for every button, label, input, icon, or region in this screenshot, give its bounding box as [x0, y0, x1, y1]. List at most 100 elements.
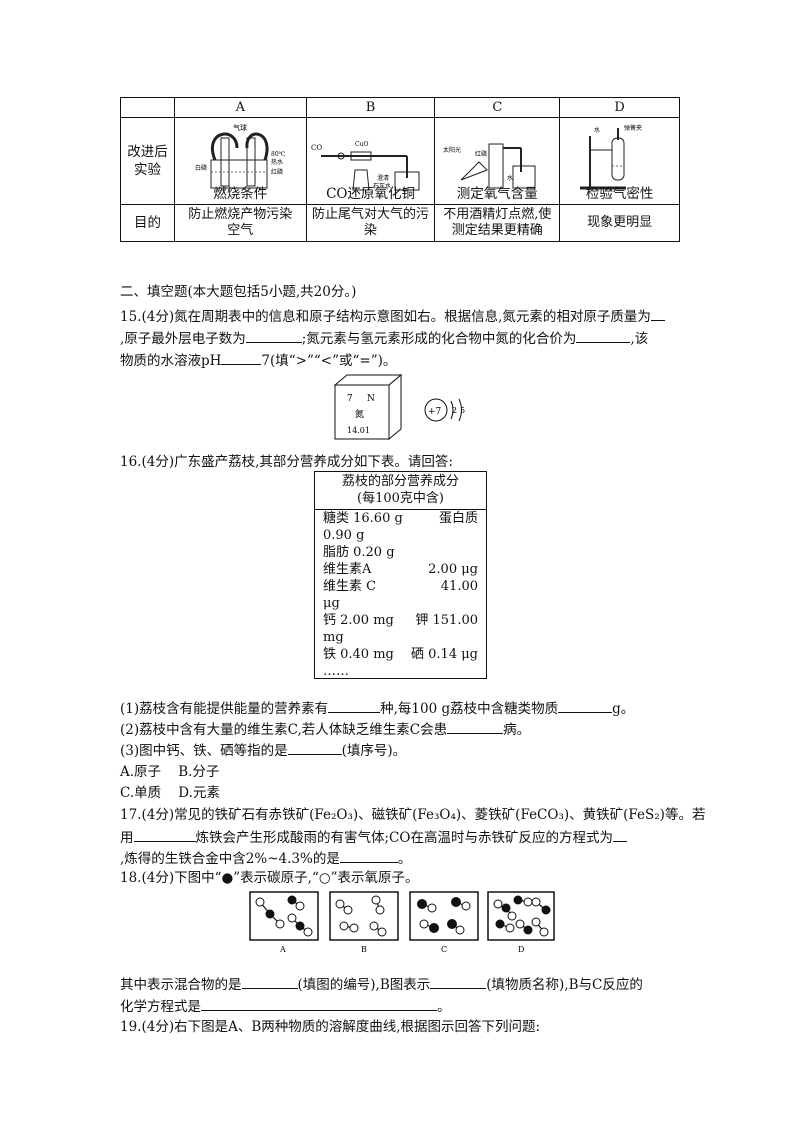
q17-text3b: 。 — [397, 851, 412, 867]
nut-cell: μg — [323, 596, 340, 611]
q15-blank2[interactable] — [245, 328, 302, 343]
shell-1: 2 — [452, 406, 457, 415]
q15-text2b: ;氮元素与氢元素形成的化合物中氮的化合价为 — [301, 331, 577, 347]
q16-blank3[interactable] — [447, 719, 504, 734]
col-header-a: A — [173, 97, 307, 118]
purpose-c: 不用酒精灯点燃,使测定结果更精确 — [434, 204, 561, 242]
cube-number: 7 — [347, 394, 353, 404]
purpose-c-2: 测定结果更精确 — [451, 223, 543, 238]
q16-p1b: 种,每100 g荔枝中含糖类物质 — [380, 701, 559, 717]
q18-blank2[interactable] — [430, 974, 487, 989]
nutrition-table: 荔枝的部分营养成分 (每100克中含) 糖类 16.60 g 蛋白质 0.90 g… — [314, 471, 487, 679]
q18-blank3[interactable] — [201, 996, 437, 1011]
q17-text3a: ,炼得的生铁合金中含2%~4.3%的是 — [120, 851, 340, 867]
q18-text2a: 其中表示混合物的是 — [120, 977, 242, 993]
nut-cell: 钾 151.00 — [415, 613, 478, 628]
label-spring-clip: 弹簧夹 — [624, 124, 642, 132]
q16-p3: (3)图中钙、铁、硒等指的是 — [120, 743, 288, 759]
apparatus-b-diagram: CO CuO 澄清 石灰水 — [311, 141, 420, 191]
col-header-c: C — [434, 97, 561, 118]
apparatus-c-diagram: 太阳光 红磷 水 — [443, 143, 536, 189]
q15-line2: ,原子最外层电子数为;氮元素与氢元素形成的化合物中氮的化合价为,该 — [120, 328, 648, 349]
experiment-table: A B C D 改进后 实验 气球 80℃ 热水 白磷 红磷 燃烧条件 — [120, 97, 680, 242]
row-label-purpose: 目的 — [120, 204, 175, 242]
q17-line1: 17.(4分)常见的铁矿石有赤铁矿(Fe₂O₃)、磁铁矿(Fe₃O₄)、菱铁矿(… — [120, 807, 706, 823]
q17-line3: ,炼得的生铁合金中含2%~4.3%的是 。 — [120, 848, 411, 869]
nutrition-title: 荔枝的部分营养成分 — [341, 474, 459, 489]
caption-b: CO还原氧化铜 — [326, 186, 415, 202]
q18-blank1[interactable] — [241, 974, 298, 989]
q16-p1c: g。 — [612, 701, 635, 717]
q17-blank2[interactable] — [612, 827, 627, 842]
label-limewater-a: 澄清 — [377, 174, 389, 182]
q17-text2b: 炼铁会产生形成酸雨的有害气体;CO在高温时与赤铁矿反应的方程式为 — [195, 830, 613, 846]
label-red-p-c: 红磷 — [475, 150, 487, 158]
purpose-c-1: 不用酒精灯点燃,使 — [443, 207, 552, 222]
q18-line3: 化学方程式是。 — [120, 996, 451, 1017]
label-balloon: 气球 — [233, 123, 247, 132]
nutrition-header: 荔枝的部分营养成分 (每100克中含) — [315, 472, 486, 510]
nutrition-row: 钙 2.00 mg 钾 151.00 — [315, 612, 486, 629]
purpose-a: 防止燃烧产物污染空气 — [173, 204, 307, 242]
caption-c: 测定氧气含量 — [456, 186, 538, 202]
q16-blank4[interactable] — [287, 740, 342, 755]
nut-cell: mg — [323, 630, 344, 645]
row-label-improved: 改进后 实验 — [120, 117, 175, 205]
cube-symbol: N — [367, 394, 375, 404]
caption-a: 燃烧条件 — [213, 186, 268, 202]
q15-blank3[interactable] — [576, 328, 631, 343]
label-80c: 80℃ — [271, 151, 286, 158]
q15-blank1[interactable] — [650, 306, 665, 321]
nutrition-row: 脂肪 0.20 g — [315, 544, 486, 561]
q15-blank4[interactable] — [221, 350, 262, 365]
q17-blank3[interactable] — [339, 848, 398, 863]
q16-p3b: (填序号)。 — [341, 743, 407, 759]
q15-text2a: ,原子最外层电子数为 — [120, 331, 246, 347]
apparatus-d: 水 弹簧夹 检验气密性 — [559, 117, 680, 205]
nut-cell: 铁 0.40 mg — [323, 647, 394, 662]
purpose-a-1: 防止燃烧产物污染 — [188, 207, 293, 222]
label-sunlight: 太阳光 — [443, 146, 461, 154]
nutrition-row: 0.90 g — [315, 527, 486, 544]
nutrition-row: …… — [315, 663, 486, 680]
q16-part2: (2)荔枝中含有大量的维生素C,若人体缺乏维生素C会患病。 — [120, 719, 530, 740]
label-water-c: 水 — [507, 174, 513, 182]
mol-label-b: B — [361, 945, 367, 954]
table-corner — [120, 97, 175, 118]
q16-options-cd: C.单质 D.元素 — [120, 785, 220, 801]
q18-line1: 18.(4分)下图中“●”表示碳原子,“○”表示氧原子。 — [120, 870, 419, 886]
apparatus-a-diagram: 气球 80℃ 热水 白磷 红磷 — [195, 123, 286, 189]
q18-line2: 其中表示混合物的是(填图的编号),B图表示(填物质名称),B与C反应的 — [120, 974, 643, 995]
apparatus-a: 气球 80℃ 热水 白磷 红磷 燃烧条件 — [173, 117, 307, 205]
nut-cell: 糖类 16.60 g — [323, 511, 403, 526]
nutrition-row: 糖类 16.60 g 蛋白质 — [315, 510, 486, 527]
q16-blank2[interactable] — [558, 698, 613, 713]
label-white-p: 白磷 — [195, 164, 207, 172]
q16-blank1[interactable] — [328, 698, 381, 713]
label-red-p: 红磷 — [271, 168, 283, 176]
nutrition-row: μg — [315, 595, 486, 612]
nut-cell: 维生素A — [323, 562, 372, 577]
nut-cell: 蛋白质 — [438, 511, 478, 526]
mol-label-c: C — [441, 945, 447, 954]
q16-p2b: 病。 — [503, 722, 531, 738]
mol-label-a: A — [279, 945, 286, 954]
nut-cell: 钙 2.00 mg — [323, 613, 394, 628]
purpose-b-2: 染 — [364, 223, 378, 238]
apparatus-c: 太阳光 红磷 水 测定氧气含量 — [434, 117, 561, 205]
nut-cell: 0.90 g — [323, 528, 365, 543]
q15-text1: 15.(4分)氮在周期表中的信息和原子结构示意图如右。根据信息,氮元素的相对原子… — [120, 309, 651, 325]
apparatus-b: CO CuO 澄清 石灰水 CO还原氧化铜 — [305, 117, 436, 205]
q18-text2c: (填物质名称),B与C反应的 — [486, 977, 643, 993]
label-limewater-b: 石灰水 — [373, 182, 391, 190]
cube-name: 氮 — [355, 408, 364, 420]
nut-cell: 41.00 — [440, 579, 478, 594]
q17-blank1[interactable] — [133, 827, 196, 842]
row-label-line2: 实验 — [133, 162, 161, 178]
label-hot-water: 热水 — [271, 158, 283, 166]
atom-structure-diagram: +7 2 5 — [424, 398, 465, 422]
purpose-d: 现象更明显 — [559, 204, 680, 242]
purpose-b-1: 防止尾气对大气的污 — [312, 207, 430, 222]
